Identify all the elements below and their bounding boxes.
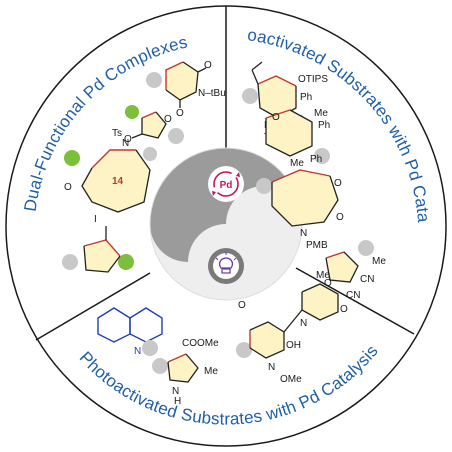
svg-text:OTIPS: OTIPS xyxy=(298,74,328,85)
molecule-lactone: O O xyxy=(124,105,184,145)
svg-text:O: O xyxy=(164,114,172,125)
svg-text:PMB: PMB xyxy=(306,240,328,251)
svg-text:Me: Me xyxy=(372,256,386,267)
svg-text:O: O xyxy=(272,112,280,123)
svg-text:O: O xyxy=(176,108,184,119)
molecule-isoquinolinone: Me O N OH N OMe O xyxy=(236,270,348,385)
svg-text:CN: CN xyxy=(360,274,374,285)
svg-text:Me: Me xyxy=(290,158,304,169)
molecule-pyridinone: O O N–tBu xyxy=(146,60,226,119)
svg-text:N: N xyxy=(300,228,307,239)
svg-text:Me: Me xyxy=(316,270,330,281)
svg-text:OMe: OMe xyxy=(280,374,302,385)
molecule-carbazole: N xyxy=(97,307,163,357)
svg-text:N: N xyxy=(172,386,179,397)
svg-text:O: O xyxy=(336,212,344,223)
svg-text:I: I xyxy=(94,214,97,225)
svg-text:Ph: Ph xyxy=(300,92,312,103)
pd-catalyst-icon: Pd xyxy=(208,166,244,202)
svg-text:O: O xyxy=(204,60,212,71)
svg-text:Ts: Ts xyxy=(112,128,122,139)
light-bulb-icon xyxy=(208,248,244,284)
molecule-macrocycle: N Ts O 14 xyxy=(64,128,157,213)
divider-right xyxy=(295,267,415,335)
svg-text:OH: OH xyxy=(286,340,301,351)
pd-label: Pd xyxy=(220,180,233,191)
svg-text:N: N xyxy=(122,138,129,149)
svg-text:14: 14 xyxy=(112,176,124,187)
svg-text:Me: Me xyxy=(204,366,218,377)
svg-text:O: O xyxy=(340,304,348,315)
svg-text:O: O xyxy=(334,178,342,189)
svg-text:Ph: Ph xyxy=(318,120,330,131)
molecule-iodo: I xyxy=(62,214,134,273)
svg-text:O: O xyxy=(124,134,132,145)
svg-text:O: O xyxy=(64,182,72,193)
molecule-oxacycle: O Me Ph xyxy=(265,108,330,164)
svg-text:COOMe: COOMe xyxy=(182,338,219,349)
molecule-pyrrole: COOMe Me N H xyxy=(152,338,219,407)
svg-text:CN: CN xyxy=(346,290,360,301)
svg-text:N–tBu: N–tBu xyxy=(198,88,226,99)
svg-text:Me: Me xyxy=(314,108,328,119)
molecule-dinitrile: O CN CN Me xyxy=(324,240,386,301)
svg-text:O: O xyxy=(324,278,332,289)
svg-text:N: N xyxy=(134,346,141,357)
svg-text:N: N xyxy=(300,318,307,329)
svg-text:Ph: Ph xyxy=(310,154,322,165)
svg-text:O: O xyxy=(238,300,246,311)
yin-yang-center: Pd xyxy=(149,147,303,301)
svg-text:N: N xyxy=(268,362,275,373)
molecule-carbamate: Me Ph O N PMB O xyxy=(256,154,344,251)
divider-left xyxy=(35,272,151,341)
svg-text:H: H xyxy=(174,396,181,407)
